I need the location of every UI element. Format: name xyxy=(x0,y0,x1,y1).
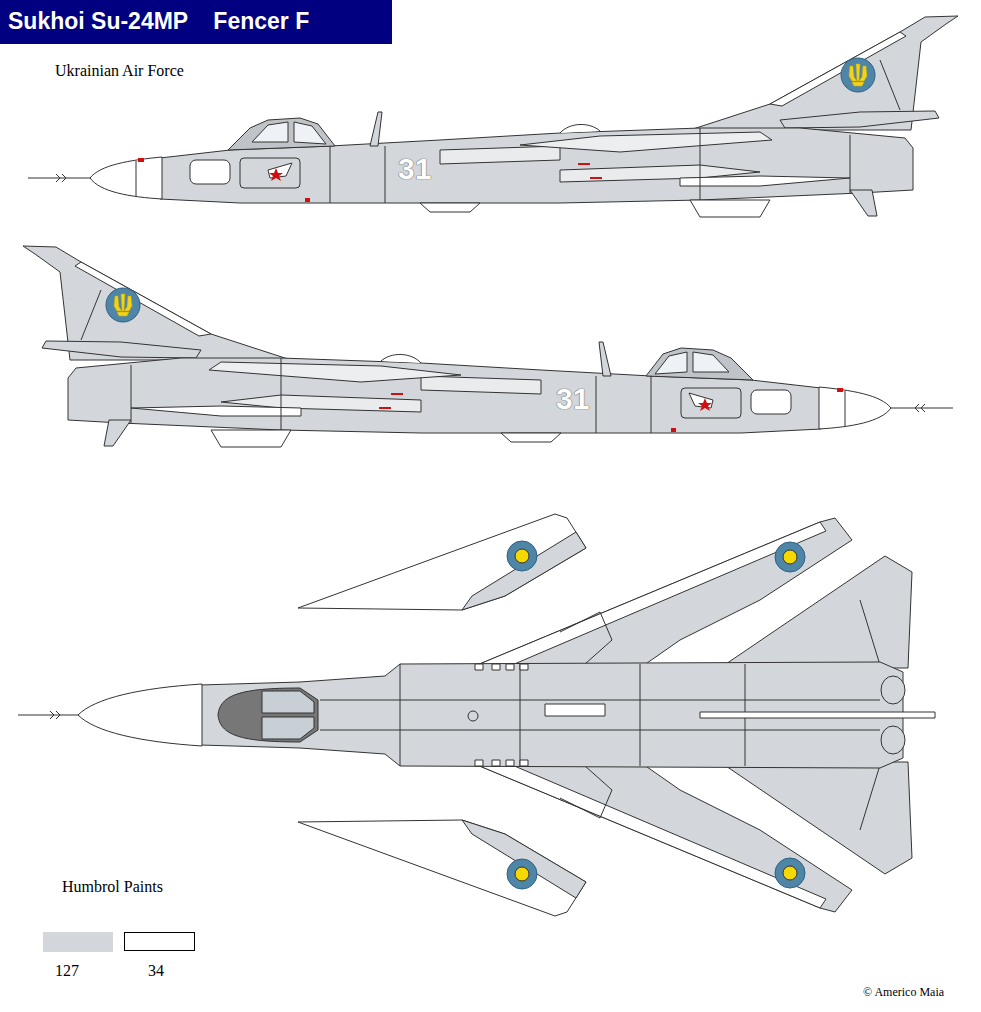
paint-number: 34 xyxy=(148,962,164,980)
side-number: 31 xyxy=(398,152,431,185)
subtitle: Ukrainian Air Force xyxy=(55,62,184,80)
paint-number: 127 xyxy=(55,962,79,980)
side-number: 31 xyxy=(556,382,589,415)
copyright-note: © Americo Maia xyxy=(863,986,944,999)
paint-swatch xyxy=(124,932,195,951)
paint-swatch xyxy=(43,932,113,952)
legend-heading: Humbrol Paints xyxy=(62,878,163,896)
title: Sukhoi Su-24MP Fencer F xyxy=(8,9,309,34)
title-banner: Sukhoi Su-24MP Fencer F xyxy=(0,0,392,44)
